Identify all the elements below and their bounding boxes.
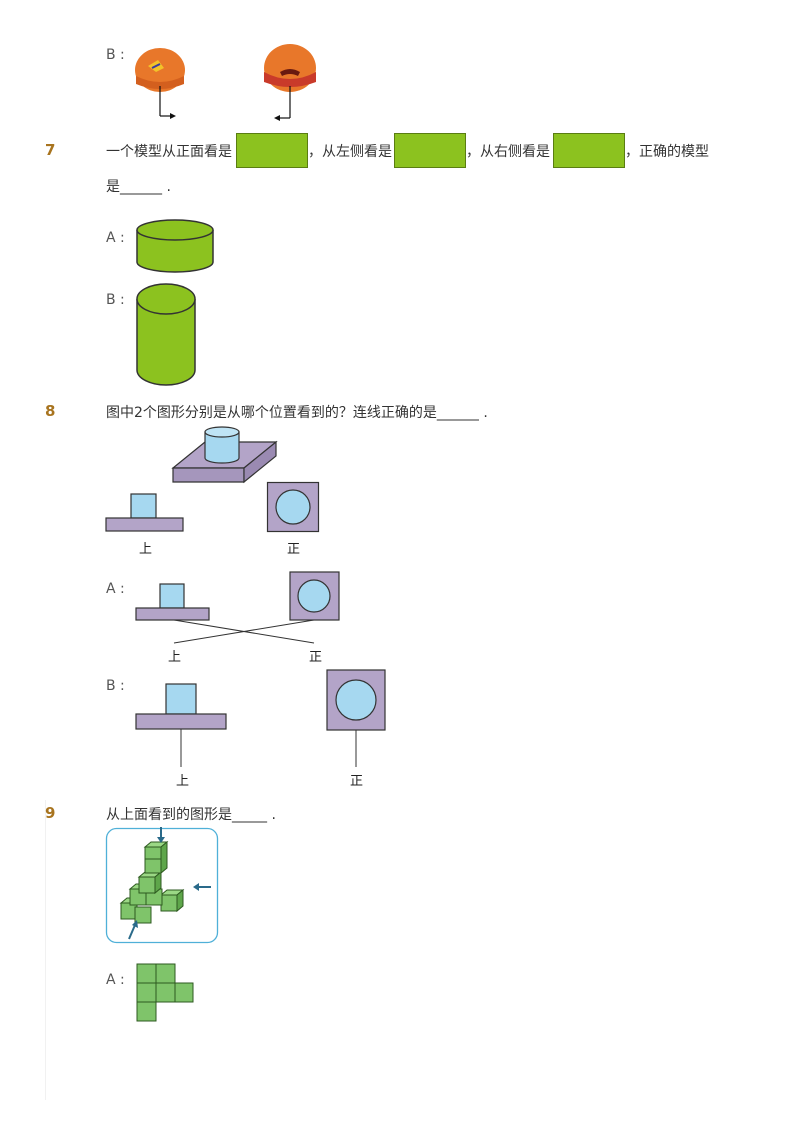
q7-option-a-cylinder-icon[interactable]: [134, 218, 216, 276]
q7-text-part4: ，正确的模型: [625, 144, 709, 160]
q7-text-part5: 是______ .: [106, 179, 171, 195]
q8-number: 8: [45, 402, 56, 420]
q8-option-b-label[interactable]: B :: [106, 678, 125, 694]
q8-side-view-icon: [105, 493, 184, 532]
cap-front-icon: [135, 48, 185, 119]
cap-back-icon: [264, 44, 316, 121]
q9-number: 9: [45, 804, 56, 822]
q7-option-b-cylinder-icon[interactable]: [134, 282, 198, 388]
q8-option-a-label[interactable]: A :: [106, 581, 125, 597]
q8-option-b-diagram[interactable]: [134, 667, 394, 771]
q8-label-front: 正: [287, 542, 301, 557]
q8-option-a-label-front: 正: [309, 650, 323, 665]
q8-3d-model-icon: [171, 426, 278, 484]
q8-text: 图中2个图形分别是从哪个位置看到的？连线正确的是______ .: [106, 405, 488, 421]
q9-option-a-label[interactable]: A :: [106, 972, 125, 988]
q7-option-a-label[interactable]: A :: [106, 230, 125, 246]
q7-text-part2: ，从左侧看是: [308, 144, 392, 160]
left-margin-line: [45, 800, 46, 1100]
q7-front-view-rect: [236, 133, 308, 168]
q8-label-top: 上: [139, 542, 153, 557]
q8-option-b-label-top: 上: [176, 774, 190, 789]
q9-text: 从上面看到的图形是_____ .: [106, 807, 276, 823]
arrow-top-icon: [157, 827, 165, 843]
arrow-right-icon: [193, 883, 211, 891]
q9-option-a-grid-icon[interactable]: [136, 963, 194, 1023]
q8-option-a-diagram[interactable]: [134, 570, 344, 662]
q6-option-b-label[interactable]: B :: [106, 47, 125, 63]
arrow-front-icon: [128, 920, 138, 940]
q9-cube-stack-figure: [105, 827, 219, 944]
q8-front-view-icon: [266, 481, 320, 533]
q7-text-part3: ，从右侧看是: [466, 144, 550, 160]
q7-number: 7: [45, 141, 56, 159]
q7-option-b-label[interactable]: B :: [106, 292, 125, 308]
q6-option-b-caps[interactable]: [130, 36, 330, 128]
q7-text-part1: 一个模型从正面看是: [106, 144, 232, 160]
q8-option-a-label-top: 上: [168, 650, 182, 665]
q7-left-view-rect: [394, 133, 466, 168]
q7-right-view-rect: [553, 133, 625, 168]
q8-option-b-label-front: 正: [350, 774, 364, 789]
